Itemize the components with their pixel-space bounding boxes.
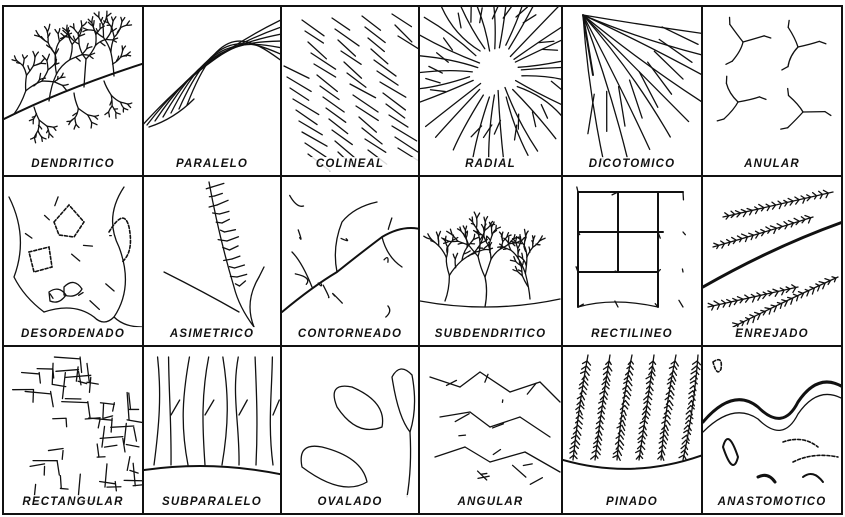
pattern-cell-ovalado: OVALADO: [282, 347, 420, 513]
pattern-cell-rectangular: RECTANGULAR: [4, 347, 144, 513]
pattern-illustration-subdendritico: [420, 177, 563, 347]
pattern-label: PINADO: [563, 495, 701, 509]
pattern-cell-dendritico: DENDRITICO: [4, 7, 144, 177]
pattern-cell-enrejado: ENREJADO: [703, 177, 841, 347]
pattern-label: DICOTOMICO: [563, 157, 701, 171]
pattern-cell-asimetrico: ASIMETRICO: [144, 177, 282, 347]
pattern-illustration-anular: [703, 7, 841, 177]
pattern-illustration-enrejado: [703, 177, 841, 347]
pattern-label: RECTANGULAR: [4, 495, 142, 509]
pattern-cell-dicotomico: DICOTOMICO: [563, 7, 703, 177]
pattern-cell-angular: ANGULAR: [420, 347, 563, 513]
pattern-cell-radial: RADIAL: [420, 7, 563, 177]
pattern-illustration-angular: [420, 347, 563, 513]
pattern-label: ANGULAR: [420, 495, 561, 509]
pattern-illustration-asimetrico: [144, 177, 282, 347]
pattern-label: RECTILINEO: [563, 327, 701, 341]
pattern-cell-subparalelo: SUBPARALELO: [144, 347, 282, 513]
pattern-cell-pinado: PINADO: [563, 347, 703, 513]
pattern-illustration-pinado: [563, 347, 703, 513]
pattern-cell-rectilineo: RECTILINEO: [563, 177, 703, 347]
pattern-illustration-subparalelo: [144, 347, 282, 513]
pattern-illustration-rectangular: [4, 347, 144, 513]
pattern-illustration-dendritico: [4, 7, 144, 177]
pattern-illustration-desordenado: [4, 177, 144, 347]
pattern-illustration-colineal: [282, 7, 420, 177]
pattern-label: ANULAR: [703, 157, 841, 171]
pattern-label: ENREJADO: [703, 327, 841, 341]
pattern-cell-anular: ANULAR: [703, 7, 841, 177]
pattern-label: ASIMETRICO: [144, 327, 280, 341]
pattern-illustration-anastomotico: [703, 347, 841, 513]
pattern-cell-desordenado: DESORDENADO: [4, 177, 144, 347]
pattern-cell-paralelo: PARALELO: [144, 7, 282, 177]
pattern-label: SUBDENDRITICO: [420, 327, 561, 341]
pattern-label: RADIAL: [420, 157, 561, 171]
pattern-label: CONTORNEADO: [282, 327, 418, 341]
pattern-cell-subdendritico: SUBDENDRITICO: [420, 177, 563, 347]
pattern-illustration-ovalado: [282, 347, 420, 513]
pattern-label: OVALADO: [282, 495, 418, 509]
pattern-cell-anastomotico: ANASTOMOTICO: [703, 347, 841, 513]
pattern-illustration-contorneado: [282, 177, 420, 347]
pattern-cell-contorneado: CONTORNEADO: [282, 177, 420, 347]
pattern-illustration-dicotomico: [563, 7, 703, 177]
pattern-label: ANASTOMOTICO: [703, 495, 841, 509]
pattern-label: DENDRITICO: [4, 157, 142, 171]
pattern-cell-colineal: COLINEAL: [282, 7, 420, 177]
pattern-illustration-radial: [420, 7, 563, 177]
pattern-label: COLINEAL: [282, 157, 418, 171]
pattern-label: DESORDENADO: [4, 327, 142, 341]
drainage-patterns-grid: DENDRITICOPARALELOCOLINEALRADIALDICOTOMI…: [2, 5, 843, 515]
pattern-illustration-paralelo: [144, 7, 282, 177]
pattern-label: SUBPARALELO: [144, 495, 280, 509]
pattern-label: PARALELO: [144, 157, 280, 171]
pattern-illustration-rectilineo: [563, 177, 703, 347]
